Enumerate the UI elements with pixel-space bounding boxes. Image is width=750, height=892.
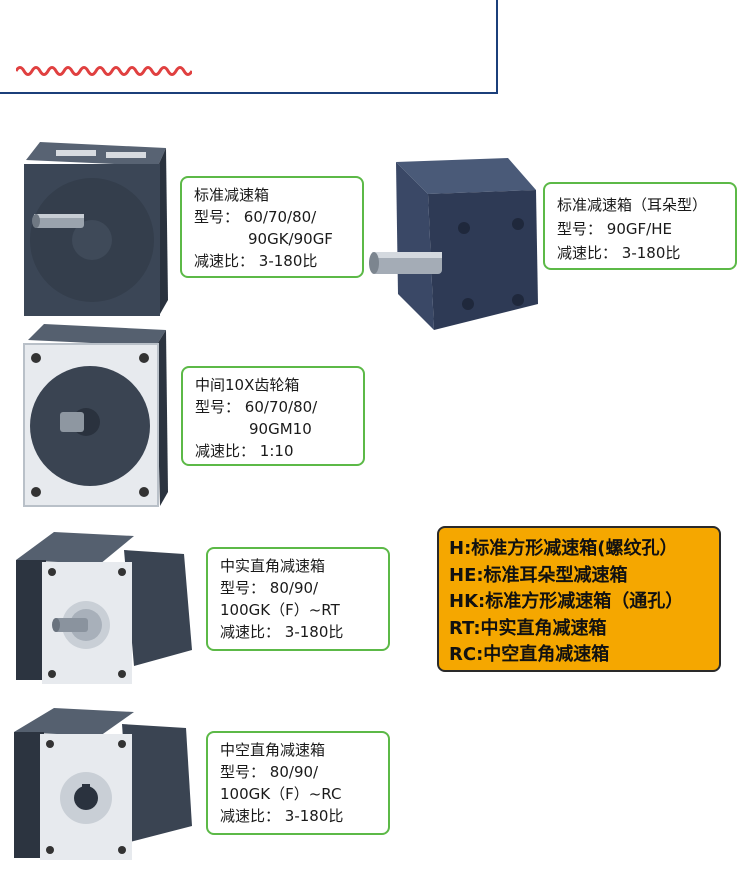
legend-item-rc: RC:中空直角减速箱 [449,644,610,665]
legend-item-rt: RT:中实直角减速箱 [449,617,607,639]
header-decoration [16,66,192,76]
right-angle-solid-shaft-gearbox-image [16,532,192,684]
ear-type-gearbox-image [369,158,538,330]
box-title: 标准减速箱 [194,186,270,204]
box-ratio: 减速比： 3-180比 [557,244,681,262]
box-model: 型号： 60/70/80/ [195,398,318,416]
box-model-cont: 90GM10 [249,420,312,438]
right-angle-hollow-shaft-gearbox-image [14,708,192,860]
box-model: 型号： 90GF/HE [557,220,672,238]
header-border-bottom [0,92,498,94]
info-box-intermediate: 中间10X齿轮箱 型号： 60/70/80/ 90GM10 减速比： 1:10 [181,366,365,466]
box-title: 标准减速箱（耳朵型） [557,196,708,214]
box-model-cont: 100GK（F）~RT [220,601,340,619]
info-box-ear-type: 标准减速箱（耳朵型） 型号： 90GF/HE 减速比： 3-180比 [543,182,737,270]
legend-item-h: H:标准方形减速箱(螺纹孔） [449,538,678,559]
box-model: 型号： 80/90/ [220,763,319,781]
header-border-right [496,0,498,94]
box-model-cont: 100GK（F）~RC [220,785,342,803]
legend-item-hk: HK:标准方形减速箱（通孔） [449,591,684,612]
box-title: 中实直角减速箱 [220,557,326,575]
legend-item-he: HE:标准耳朵型减速箱 [449,564,628,586]
info-box-right-angle-hollow: 中空直角减速箱 型号： 80/90/ 100GK（F）~RC 减速比： 3-18… [206,731,390,835]
box-model: 型号： 60/70/80/ [194,208,317,226]
box-ratio: 减速比： 3-180比 [220,623,344,641]
intermediate-gearbox-image [23,324,168,507]
box-model: 型号： 80/90/ [220,579,319,597]
box-model-cont: 90GK/90GF [248,230,333,248]
box-ratio: 减速比： 3-180比 [194,252,318,270]
info-box-right-angle-solid: 中实直角减速箱 型号： 80/90/ 100GK（F）~RT 减速比： 3-18… [206,547,390,651]
box-ratio: 减速比： 1:10 [195,442,294,460]
box-ratio: 减速比： 3-180比 [220,807,344,825]
model-code-legend: H:标准方形减速箱(螺纹孔） HE:标准耳朵型减速箱 HK:标准方形减速箱（通孔… [437,526,721,672]
box-title: 中间10X齿轮箱 [195,376,300,394]
standard-gearbox-image [24,142,168,316]
box-title: 中空直角减速箱 [220,741,326,759]
info-box-standard: 标准减速箱 型号： 60/70/80/ 90GK/90GF 减速比： 3-180… [180,176,364,278]
